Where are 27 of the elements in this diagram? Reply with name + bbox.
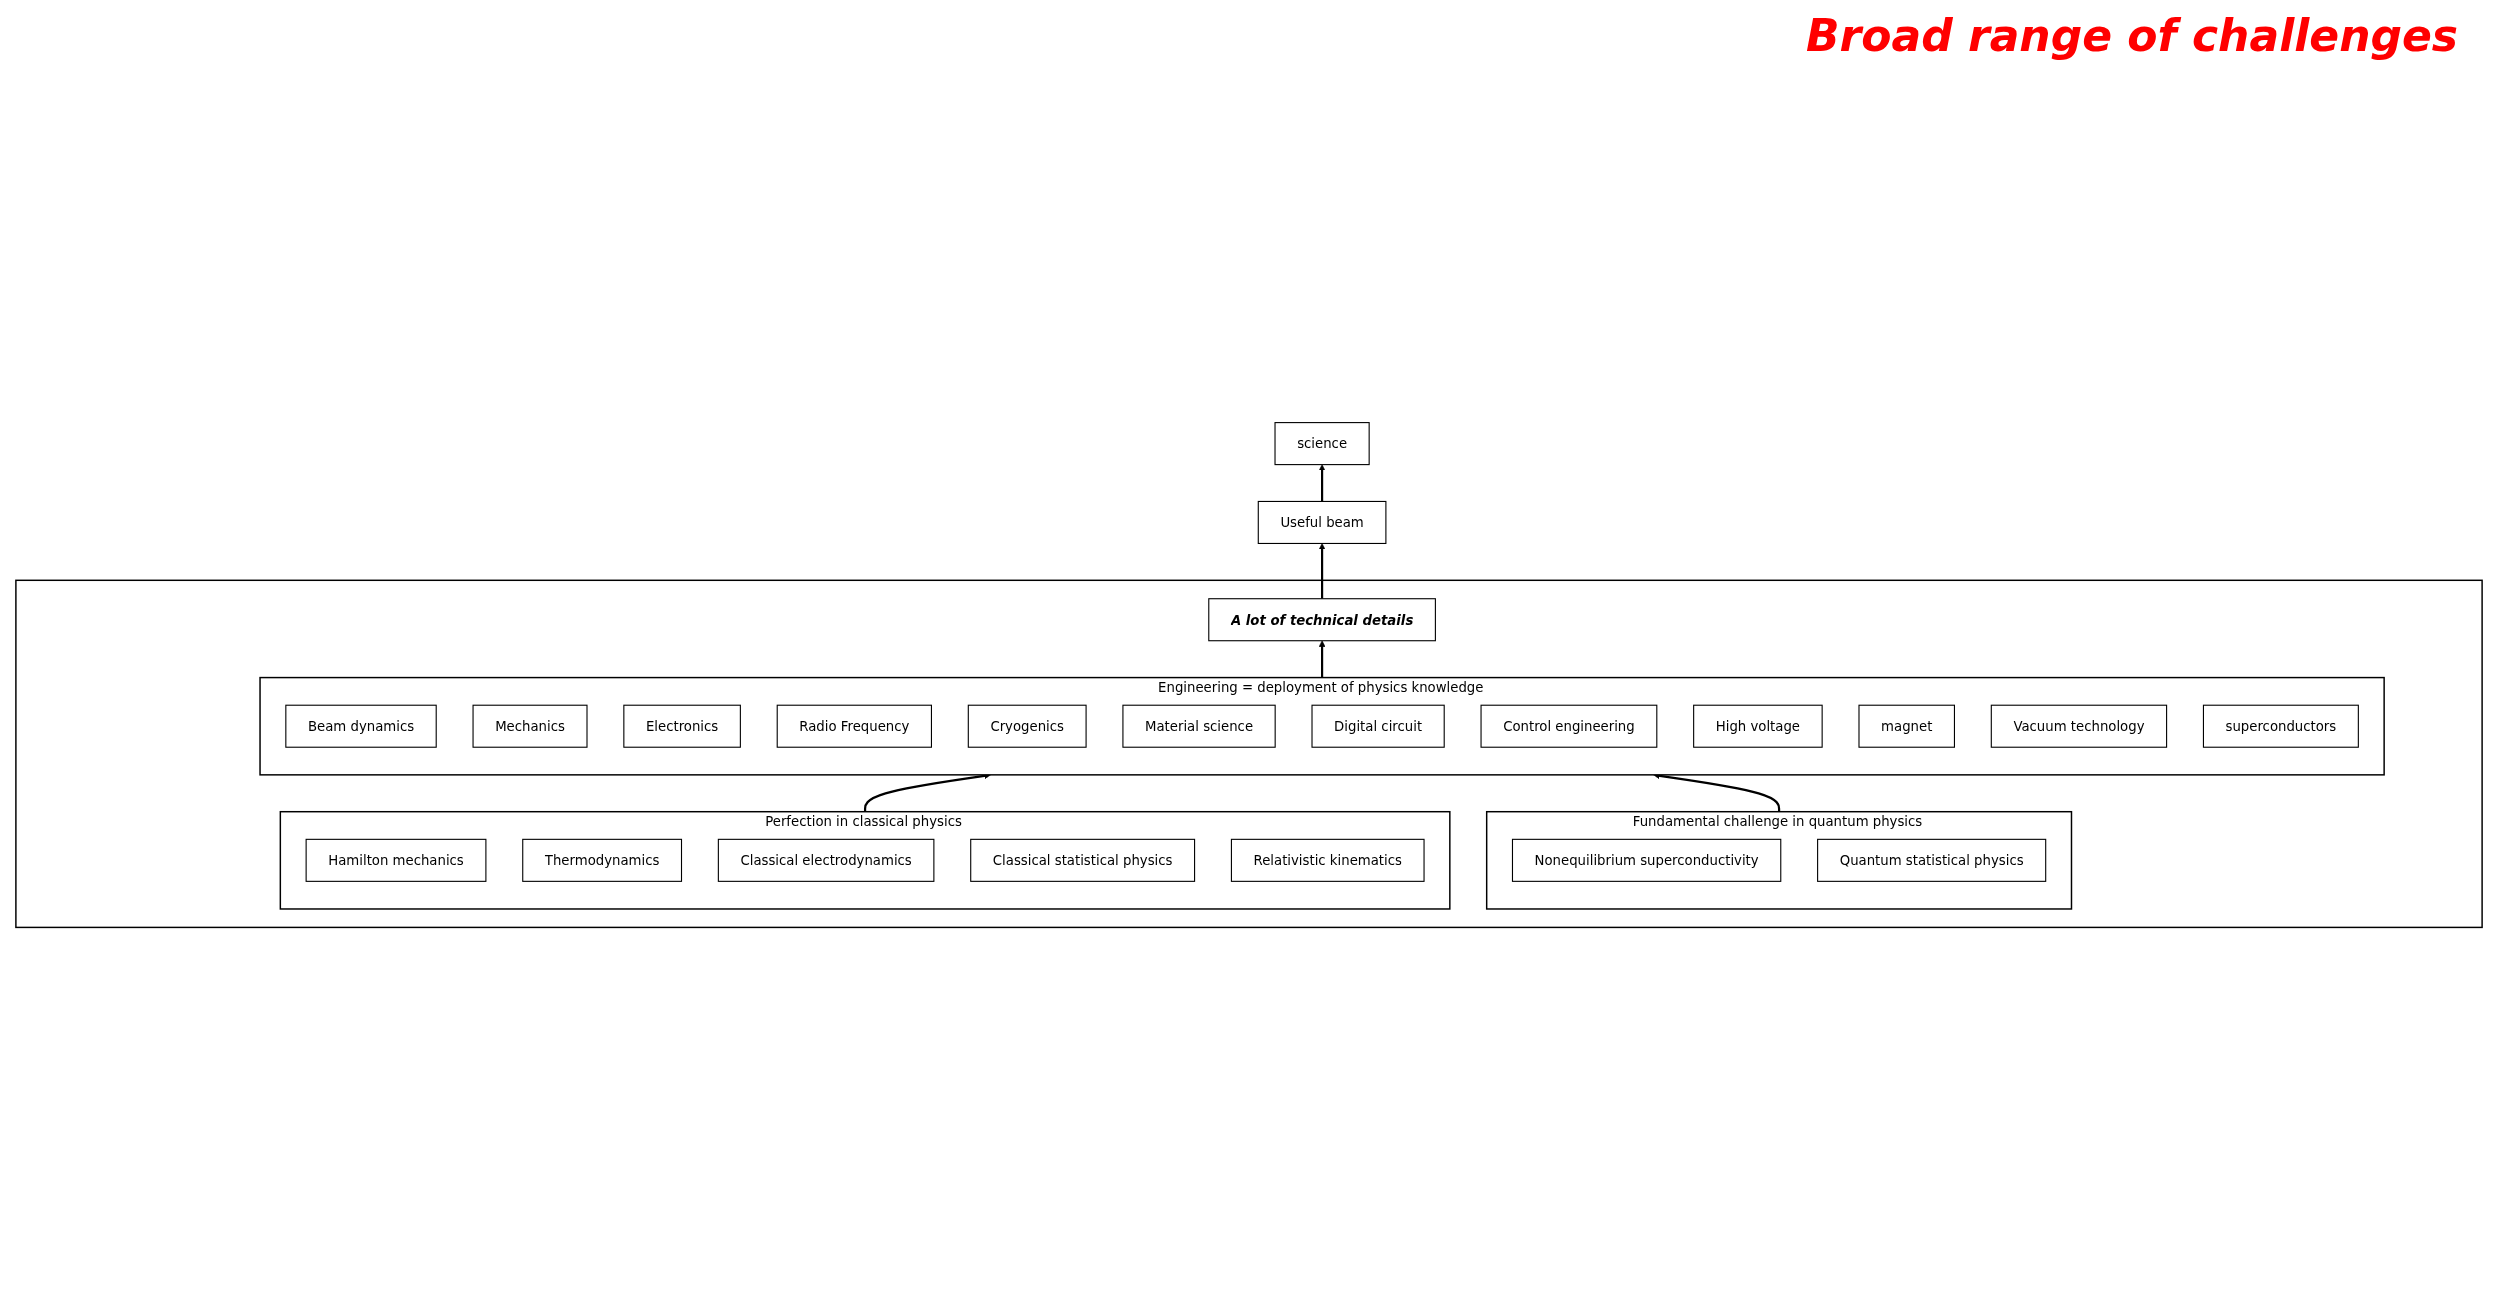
node-box: Classical electrodynamics xyxy=(717,838,935,882)
node-box: Material science xyxy=(1122,704,1276,748)
node-box: Quantum statistical physics xyxy=(1817,838,2047,882)
cluster xyxy=(15,579,2483,929)
node-box: Electronics xyxy=(623,704,741,748)
node-box: Cryogenics xyxy=(967,704,1087,748)
node-box: science xyxy=(1274,422,1370,466)
node-box: High voltage xyxy=(1693,704,1823,748)
node-box: magnet xyxy=(1858,704,1955,748)
node-box: Vacuum technology xyxy=(1990,704,2168,748)
node-box: Beam dynamics xyxy=(285,704,437,748)
node-box: Nonequilibrium superconductivity xyxy=(1511,838,1782,882)
node-box: Radio Frequency xyxy=(776,704,932,748)
node-box: Thermodynamics xyxy=(522,838,683,882)
node-box: Digital circuit xyxy=(1311,704,1445,748)
node-box: Relativistic kinematics xyxy=(1230,838,1425,882)
node-box: Useful beam xyxy=(1257,500,1387,544)
node-box: A lot of technical details xyxy=(1208,598,1436,642)
arrow xyxy=(1318,543,1326,599)
arrow xyxy=(1318,640,1326,678)
node-box: Classical statistical physics xyxy=(970,838,1196,882)
diagram-title: Broad range of challenges xyxy=(1806,10,2458,61)
node-box: Hamilton mechanics xyxy=(305,838,487,882)
node-box: Control engineering xyxy=(1480,704,1658,748)
node-box: Mechanics xyxy=(472,704,588,748)
arrow xyxy=(1318,464,1326,502)
node-box: superconductors xyxy=(2202,704,2359,748)
